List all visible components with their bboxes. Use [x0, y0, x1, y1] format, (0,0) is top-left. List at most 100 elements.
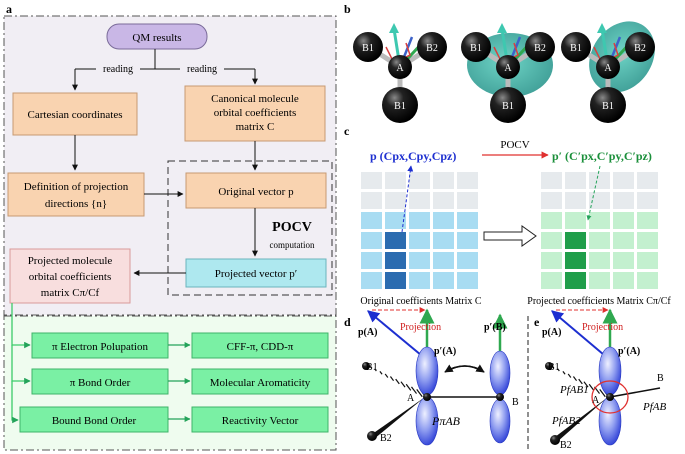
- application-right-node: [191, 332, 329, 359]
- matrix-cell: [541, 172, 562, 189]
- atom-label: B2: [634, 43, 646, 54]
- hashed-bond: [416, 389, 423, 398]
- atom-sphere: [625, 32, 655, 62]
- atom-b-d: B: [512, 397, 519, 408]
- atom-sphere: [550, 435, 560, 445]
- atom-b1-d: B1: [366, 362, 378, 373]
- pab-label-d: PπAB: [431, 414, 461, 428]
- panel-label-d: d: [344, 315, 351, 329]
- matrix-cell: [589, 252, 610, 269]
- atom-a-e: A: [592, 395, 600, 406]
- hashed-bond: [411, 386, 417, 394]
- matrix-cell: [565, 172, 586, 189]
- hashed-bond: [583, 381, 589, 388]
- pab2-label-e: PfAB2: [551, 415, 581, 427]
- application-left-label: Bound Bond Order: [52, 415, 137, 427]
- matrix-cell: [385, 272, 406, 289]
- panel-label-a: a: [6, 2, 12, 16]
- matrix-cell: [613, 172, 634, 189]
- wedge-bond: [551, 397, 608, 442]
- cartesian-label: Cartesian coordinates: [28, 109, 123, 121]
- hashed-bond: [379, 370, 383, 375]
- projected-matrix-line-2: orbital coefficients: [29, 271, 112, 283]
- vector-p-prime-label: p′ (C′px,C′py,C′pz): [552, 149, 652, 163]
- angle-circle: [591, 380, 629, 414]
- matrix-cell: [409, 252, 430, 269]
- qm-results-label: QM results: [132, 32, 181, 44]
- hashed-bond: [562, 370, 566, 375]
- matrix-cell: [409, 232, 430, 249]
- reading-right-label: reading: [187, 64, 217, 75]
- matrix-cell: [457, 252, 478, 269]
- atom-label: B1: [570, 43, 582, 54]
- atom-sphere: [590, 87, 626, 123]
- matrix-cell: [637, 272, 658, 289]
- matrix-cell: [613, 212, 634, 229]
- bond: [609, 387, 661, 398]
- atom-b-e: B: [657, 373, 664, 384]
- projection-label-d: Projection: [400, 322, 441, 333]
- definition-node: [7, 172, 145, 217]
- matrix-cell: [385, 212, 406, 229]
- matrix-cell: [637, 212, 658, 229]
- matrix-cell: [637, 252, 658, 269]
- arrow-p-a: [367, 310, 428, 361]
- hashed-bond: [588, 383, 595, 391]
- arrow-p-a-e: [551, 310, 611, 361]
- matrix-cell: [541, 192, 562, 209]
- matrix-cell: [457, 192, 478, 209]
- panel-e-orbitals: [545, 346, 661, 446]
- projected-matrix-line-3: matrix Cπ/Cf: [41, 287, 100, 299]
- panel-d-orbitals: [362, 346, 511, 446]
- matrix-cell: [385, 232, 406, 249]
- original-vector-label: Original vector p: [218, 186, 294, 198]
- matrix-cell: [613, 272, 634, 289]
- atom-sphere: [461, 32, 491, 62]
- atom-b1-e: B1: [548, 362, 560, 373]
- projection-label-e: Projection: [582, 322, 623, 333]
- dashed-arrow-right: [586, 165, 601, 221]
- p-orbital-lobe: [489, 398, 511, 444]
- hollow-arrow: [483, 225, 537, 247]
- matrix-cell: [457, 272, 478, 289]
- hashed-bond: [374, 368, 377, 372]
- matrix-cell: [565, 212, 586, 229]
- panel-label-b: b: [344, 2, 351, 16]
- panel-label-e: e: [534, 315, 540, 329]
- hashed-bond: [395, 378, 400, 385]
- matrix-cell: [637, 172, 658, 189]
- atom-label: B1: [362, 43, 374, 54]
- matrix-cell: [565, 252, 586, 269]
- canonical-line-2: orbital coefficients: [214, 107, 297, 119]
- interaction-arrow: [444, 364, 485, 373]
- atom-label: B2: [426, 43, 438, 54]
- hashed-bond: [405, 383, 412, 391]
- pab-label-e: PfAB: [642, 401, 666, 413]
- matrix-cell: [565, 192, 586, 209]
- pocv-arrow-label: POCV: [500, 139, 529, 151]
- label-p-a-d: p(A): [358, 327, 377, 338]
- hashed-bond: [557, 368, 560, 372]
- hashed-bond: [400, 381, 406, 388]
- atom-sphere: [606, 393, 614, 401]
- pab1-label-e: PfAB1: [559, 384, 589, 396]
- label-p-a-e: p(A): [542, 327, 561, 338]
- matrix-cell: [409, 212, 430, 229]
- atom-sphere: [496, 55, 520, 79]
- label-p-prime-a-e: p′(A): [618, 346, 640, 357]
- atom-b2-d: B2: [380, 433, 392, 444]
- matrix-cell: [361, 192, 382, 209]
- matrix-cell: [457, 212, 478, 229]
- atom-sphere: [545, 362, 553, 370]
- original-coefficients-matrix: [361, 172, 478, 289]
- label-bg: [96, 62, 140, 75]
- canonical-node: [184, 85, 326, 142]
- atom-sphere: [362, 362, 370, 370]
- definition-line-1: Definition of projection: [24, 181, 129, 193]
- projected-coefficients-matrix: [541, 172, 658, 289]
- matrix-cell: [589, 192, 610, 209]
- vector-p-label: p (Cpx,Cpy,Cpz): [370, 149, 456, 163]
- matrix-cell: [409, 272, 430, 289]
- hashed-bond: [599, 389, 606, 398]
